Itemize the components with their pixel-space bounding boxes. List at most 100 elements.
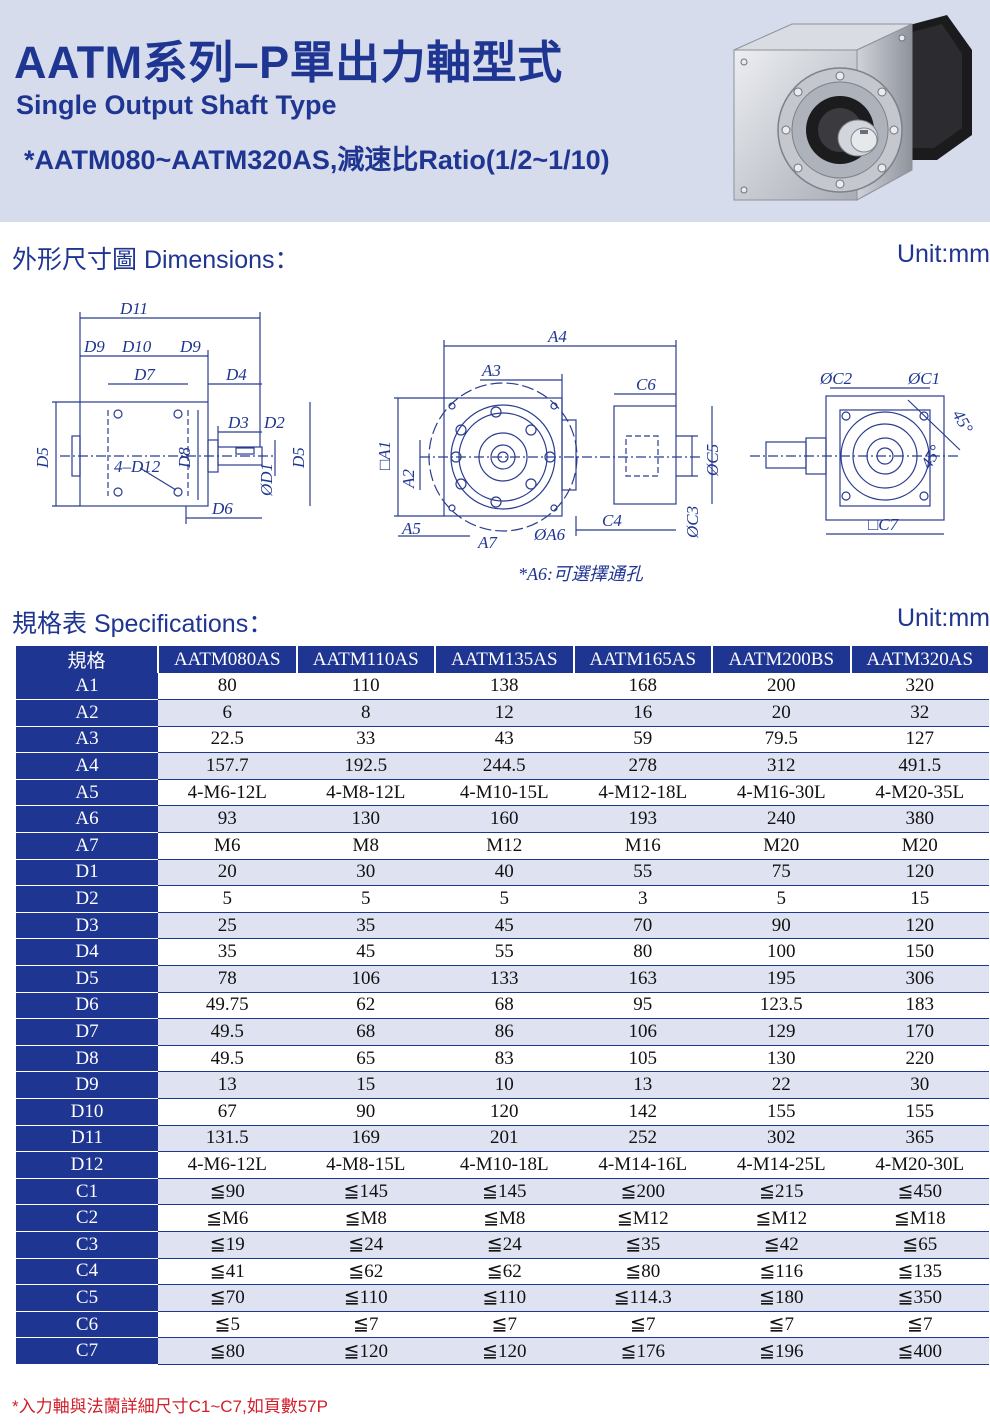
table-cell: 120	[435, 1098, 574, 1126]
table-cell: ≦M12	[712, 1204, 851, 1232]
table-cell: ≦176	[573, 1337, 712, 1365]
table-cell: 45	[435, 912, 574, 940]
table-cell: ≦42	[712, 1231, 851, 1259]
table-cell: M16	[573, 832, 712, 860]
gearbox-product-image	[733, 15, 972, 201]
label-c5: ØC5	[703, 444, 722, 477]
row-label: D1	[16, 859, 158, 887]
table-cell: 4-M8-12L	[296, 779, 435, 807]
table-cell: ≦24	[296, 1231, 435, 1259]
table-cell: 3	[573, 885, 712, 913]
table-cell: 192.5	[296, 752, 435, 780]
table-cell: M12	[435, 832, 574, 860]
label-d9b: D9	[179, 337, 201, 356]
table-cell: 33	[296, 726, 435, 754]
table-cell: 5	[296, 885, 435, 913]
table-cell: 83	[435, 1045, 574, 1073]
label-a5: A5	[401, 519, 421, 538]
table-cell: 142	[573, 1098, 712, 1126]
table-cell: 25	[158, 912, 297, 940]
table-cell: 6	[158, 699, 297, 727]
label-d10: D10	[121, 337, 152, 356]
table-cell: 15	[850, 885, 989, 913]
table-cell: 130	[296, 805, 435, 834]
label-a4: A4	[547, 327, 567, 346]
table-cell: 5	[712, 885, 851, 913]
row-label: C5	[16, 1284, 158, 1312]
label-45deg-b: 45°	[917, 442, 945, 472]
table-cell: 90	[712, 912, 851, 940]
table-cell: 59	[573, 726, 712, 754]
dimension-drawing: D11 D9 D10 D9 D7 D4 D3 D2 D5 D5 D8 ØD1 4…	[0, 290, 990, 590]
table-cell: 4-M8-15L	[296, 1151, 435, 1179]
table-cell: 252	[573, 1125, 712, 1153]
table-cell: 68	[296, 1018, 435, 1046]
row-label: D5	[16, 965, 158, 993]
label-d5: D5	[33, 447, 52, 469]
table-cell: 123.5	[712, 992, 851, 1020]
table-cell: ≦110	[435, 1284, 574, 1312]
label-d6: D6	[211, 499, 233, 518]
table-cell: 312	[712, 752, 851, 780]
table-cell: ≦7	[850, 1311, 989, 1339]
table-cell: 4-M20-30L	[850, 1151, 989, 1179]
dimension-drawing-svg: D11 D9 D10 D9 D7 D4 D3 D2 D5 D5 D8 ØD1 4…	[33, 299, 977, 584]
table-cell: ≦M8	[296, 1204, 435, 1232]
label-d11: D11	[119, 299, 148, 318]
table-cell: 5	[435, 885, 574, 913]
specifications-table: 規格 AATM080AS AATM110AS AATM135AS AATM165…	[16, 646, 990, 1365]
table-cell: 8	[296, 699, 435, 727]
table-cell: 20	[712, 699, 851, 727]
table-cell: ≦80	[573, 1258, 712, 1286]
label-d9a: D9	[83, 337, 105, 356]
table-cell: 62	[296, 992, 435, 1020]
table-cell: 100	[712, 938, 851, 967]
row-label: A3	[16, 726, 158, 754]
table-cell: 45	[296, 938, 435, 967]
table-cell: 4-M6-12L	[158, 779, 297, 807]
row-label: D9	[16, 1071, 158, 1099]
table-cell: ≦62	[296, 1258, 435, 1286]
table-cell: ≦M6	[158, 1204, 297, 1232]
table-cell: ≦350	[850, 1284, 989, 1312]
table-cell: 195	[712, 965, 851, 993]
table-cell: 4-M14-25L	[712, 1151, 851, 1179]
table-cell: 302	[712, 1125, 851, 1153]
table-cell: 106	[296, 965, 435, 993]
table-cell: ≦35	[573, 1231, 712, 1259]
table-cell: 78	[158, 965, 297, 993]
row-label: D10	[16, 1098, 158, 1126]
table-cell: 4-M6-12L	[158, 1151, 297, 1179]
page-subtitle: Single Output Shaft Type	[16, 90, 337, 120]
table-cell: 306	[850, 965, 989, 993]
label-c2: ØC2	[819, 369, 853, 388]
table-cell: 80	[158, 673, 297, 701]
label-d7: D7	[133, 365, 156, 384]
table-cell: 10	[435, 1071, 574, 1099]
table-cell: 183	[850, 992, 989, 1020]
row-label: C6	[16, 1311, 158, 1339]
table-cell: 130	[712, 1045, 851, 1073]
label-d8: D8	[175, 447, 194, 469]
table-cell: M8	[296, 832, 435, 860]
table-cell: ≦7	[573, 1311, 712, 1339]
table-cell: 150	[850, 938, 989, 967]
row-label: D6	[16, 992, 158, 1020]
table-cell: M20	[712, 832, 851, 860]
table-cell: 105	[573, 1045, 712, 1073]
table-cell: 168	[573, 673, 712, 701]
label-45deg-a: 45°	[949, 407, 977, 437]
row-label: D12	[16, 1151, 158, 1179]
table-cell: ≦62	[435, 1258, 574, 1286]
row-label: C3	[16, 1231, 158, 1259]
table-cell: ≦41	[158, 1258, 297, 1286]
table-cell: ≦120	[435, 1337, 574, 1365]
table-cell: 110	[296, 673, 435, 701]
table-cell: ≦5	[158, 1311, 297, 1339]
